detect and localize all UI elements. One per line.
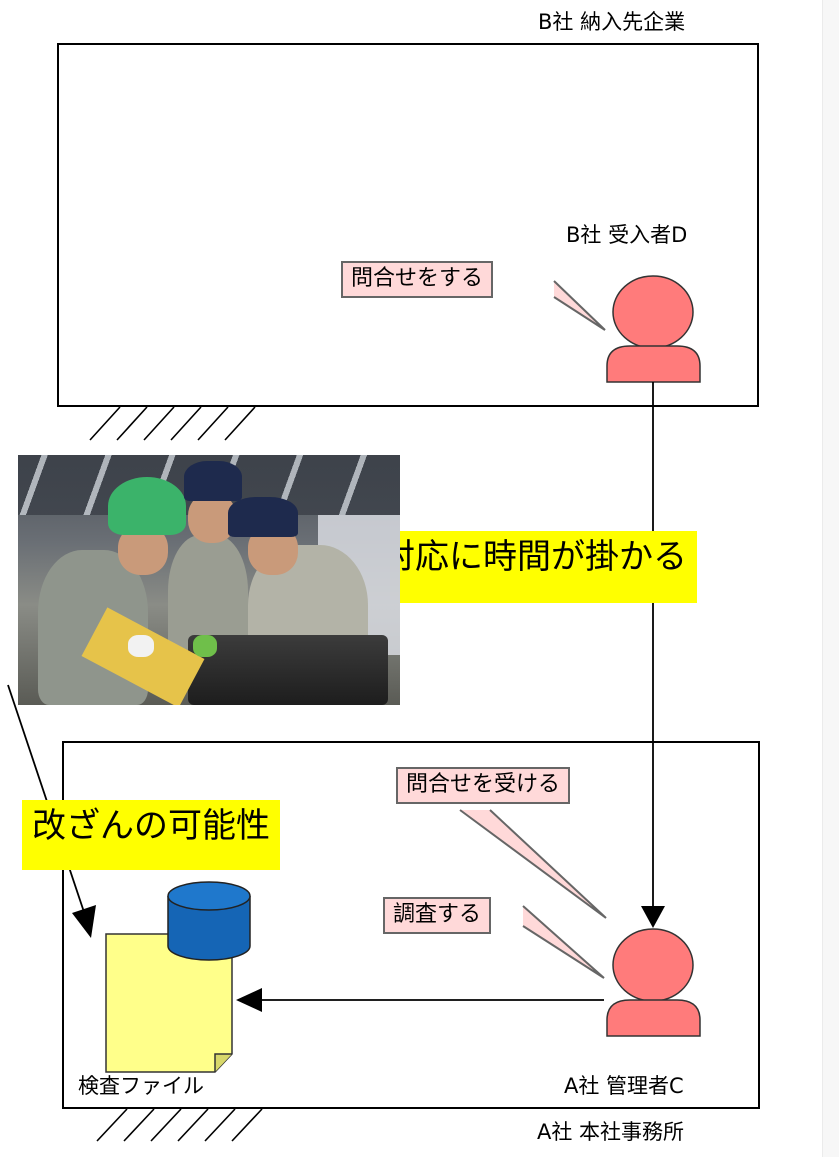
ground-hatch-bottom [96,1108,263,1142]
b-company-box [57,43,759,407]
receive-inquiry-bubble: 問合せを受ける [396,767,571,804]
person-d-icon [606,275,701,383]
inspection-file-label: 検査ファイル [78,1074,204,1098]
b-company-title: B社 納入先企業 [538,10,686,34]
scrollbar[interactable] [822,0,839,1157]
person-d-label: B社 受入者D [566,223,688,247]
bubble-tail-investigate [522,905,605,979]
time-callout: 対応に時間が掛かる [371,531,697,603]
inquiry-bubble: 問合せをする [341,261,494,298]
ground-hatch-top [89,406,256,441]
database-icon [167,881,251,961]
investigate-bubble: 調査する [383,897,492,934]
tamper-arrowhead [72,905,96,938]
bubble-tail-top [553,280,606,331]
a-company-box [62,741,760,1109]
person-c-label: A社 管理者C [564,1074,684,1098]
workers-inspecting-parts-photo [18,455,400,705]
tamper-callout: 改ざんの可能性 [22,800,280,870]
flow-arrowhead-left [236,988,262,1012]
flow-arrowhead-down [641,906,665,928]
a-company-title: A社 本社事務所 [537,1120,685,1144]
bubble-tail-receive [459,809,607,919]
person-c-icon [606,928,701,1037]
